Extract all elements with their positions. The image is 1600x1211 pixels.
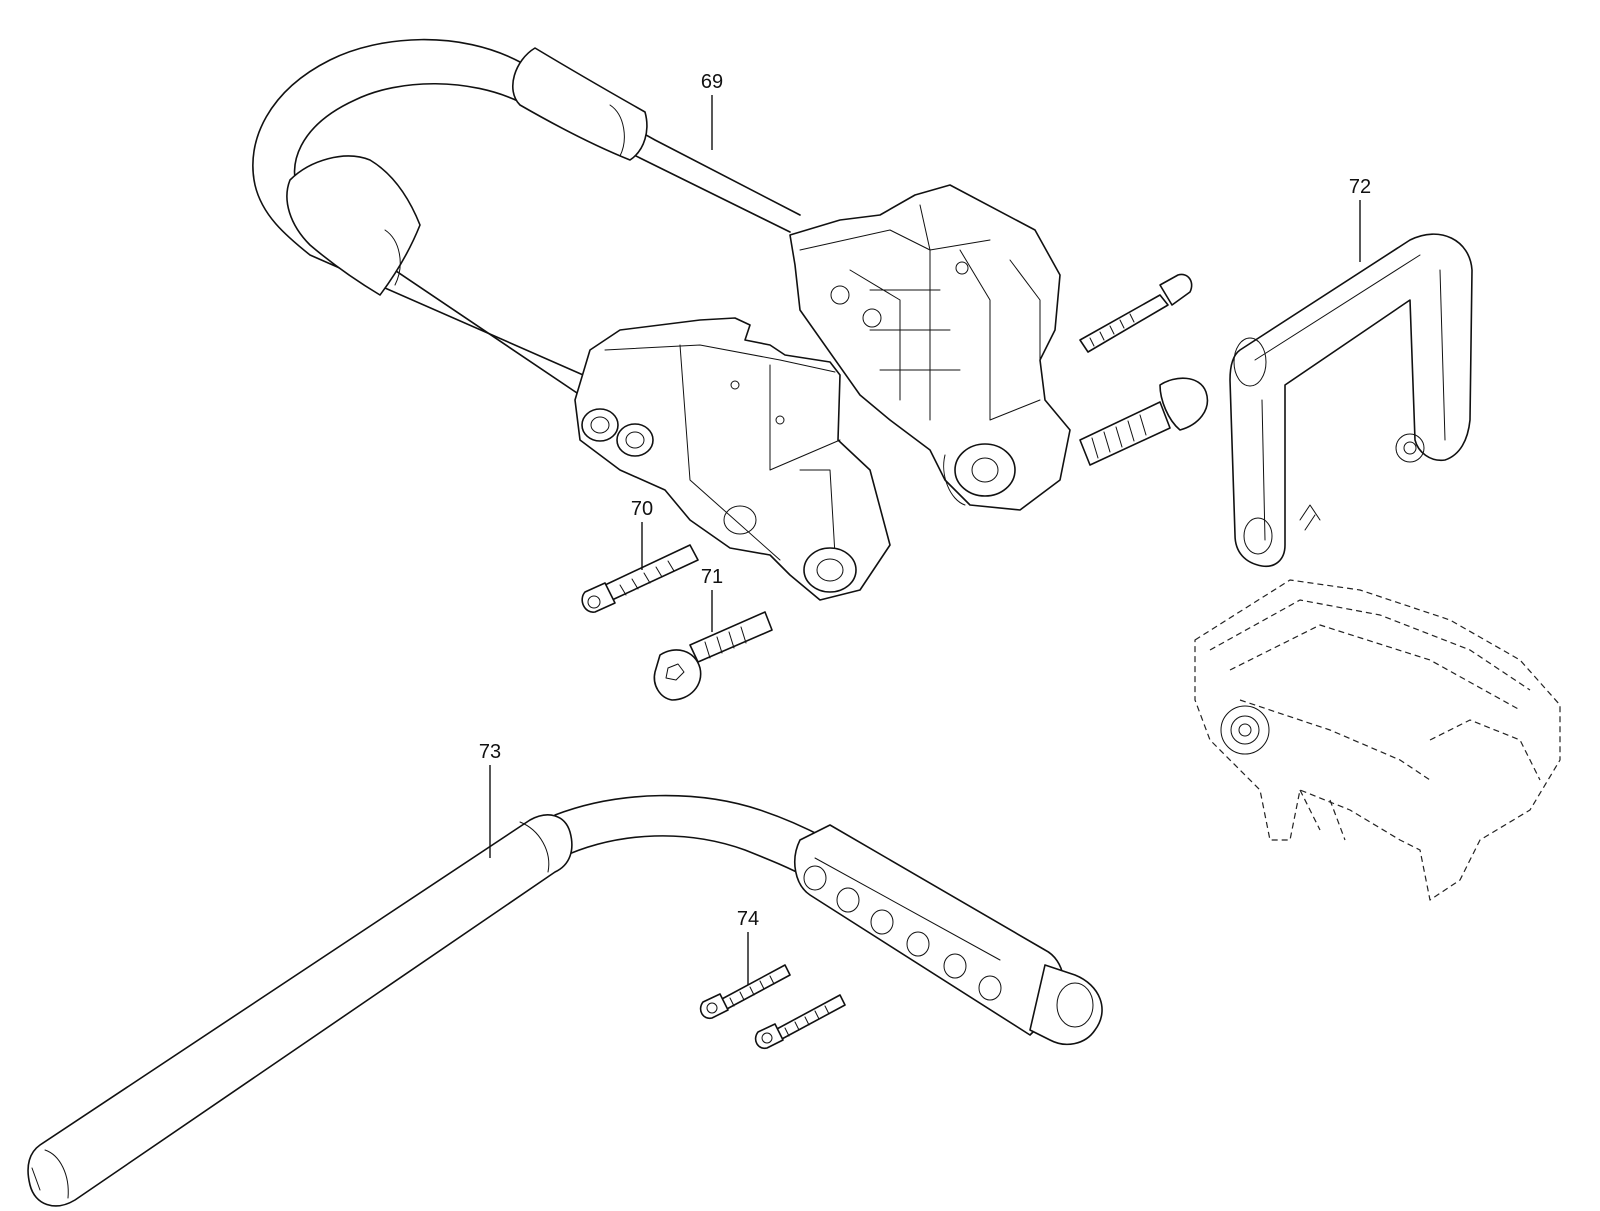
part-69-loop-handle [252, 38, 1071, 601]
callout-72: 72 [1349, 176, 1371, 198]
callout-labels: 69 72 70 71 73 74 [479, 71, 1371, 930]
callout-69: 69 [701, 71, 723, 93]
part-73-tube-handle [27, 794, 1103, 1207]
leader-lines [489, 95, 1361, 985]
callout-74: 74 [737, 908, 759, 930]
bolt-upper-bracket [1079, 273, 1193, 353]
part-71-cap-screw [653, 611, 773, 701]
part-72-side-handle [1229, 233, 1473, 568]
callout-70: 70 [631, 498, 653, 520]
housing-outline-dashed [1194, 579, 1561, 901]
callout-71: 71 [701, 566, 723, 588]
part-74-screws [699, 964, 846, 1050]
callout-73: 73 [479, 741, 501, 763]
part-70-screw [581, 544, 699, 613]
screw-upper-bracket [1079, 377, 1209, 466]
